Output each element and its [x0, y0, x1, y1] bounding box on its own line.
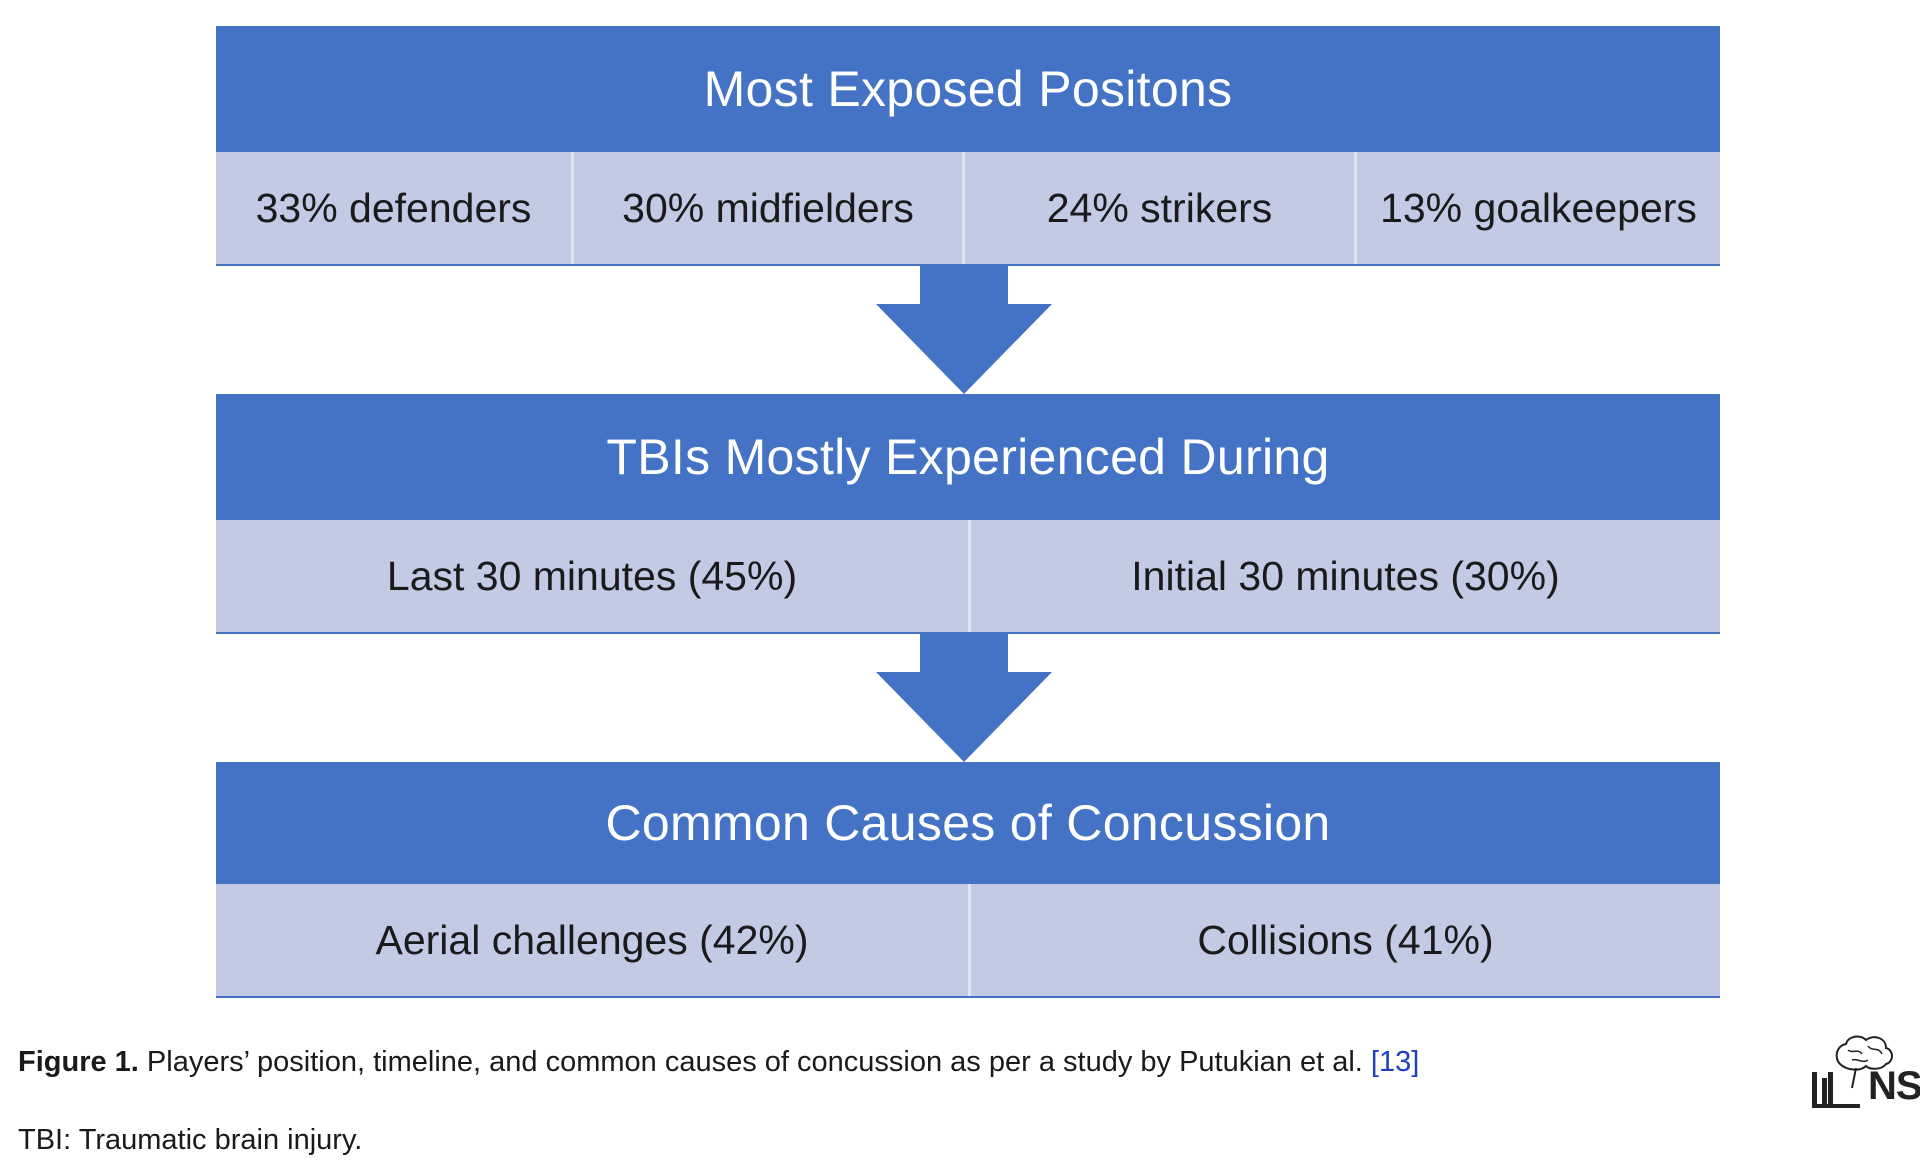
caption-text: Players’ position, timeline, and common …	[138, 1046, 1371, 1078]
cell-aerial-challenges: Aerial challenges (42%)	[216, 884, 968, 996]
down-arrow-icon	[876, 634, 1052, 762]
block-concussion-causes: Common Causes of Concussion Aerial chall…	[216, 762, 1720, 998]
block-row: 33% defenders 30% midfielders 24% strike…	[216, 152, 1720, 266]
brain-icon	[1812, 1035, 1893, 1108]
down-arrow-icon	[876, 266, 1052, 394]
cell-strikers: 24% strikers	[962, 152, 1354, 264]
figure-caption: Figure 1. Players’ position, timeline, a…	[18, 1046, 1419, 1079]
cell-goalkeepers: 13% goalkeepers	[1354, 152, 1720, 264]
block-header: TBIs Mostly Experienced During	[216, 394, 1720, 520]
cell-defenders: 33% defenders	[216, 152, 571, 264]
block-exposed-positions: Most Exposed Positons 33% defenders 30% …	[216, 26, 1720, 266]
block-row: Aerial challenges (42%) Collisions (41%)	[216, 884, 1720, 998]
reference-link[interactable]: [13]	[1370, 1046, 1420, 1078]
block-header: Most Exposed Positons	[216, 26, 1720, 152]
logo-text: NS	[1868, 1064, 1920, 1108]
cell-midfielders: 30% midfielders	[571, 152, 962, 264]
cell-collisions: Collisions (41%)	[968, 884, 1720, 996]
block-header: Common Causes of Concussion	[216, 762, 1720, 884]
figure-label: Figure 1.	[18, 1046, 139, 1078]
block-row: Last 30 minutes (45%) Initial 30 minutes…	[216, 520, 1720, 634]
block-tbi-timing: TBIs Mostly Experienced During Last 30 m…	[216, 394, 1720, 634]
cell-last-30-minutes: Last 30 minutes (45%)	[216, 520, 968, 632]
cell-initial-30-minutes: Initial 30 minutes (30%)	[968, 520, 1720, 632]
abbreviation-note: TBI: Traumatic brain injury.	[18, 1124, 363, 1156]
journal-logo: NS	[1812, 1028, 1920, 1112]
